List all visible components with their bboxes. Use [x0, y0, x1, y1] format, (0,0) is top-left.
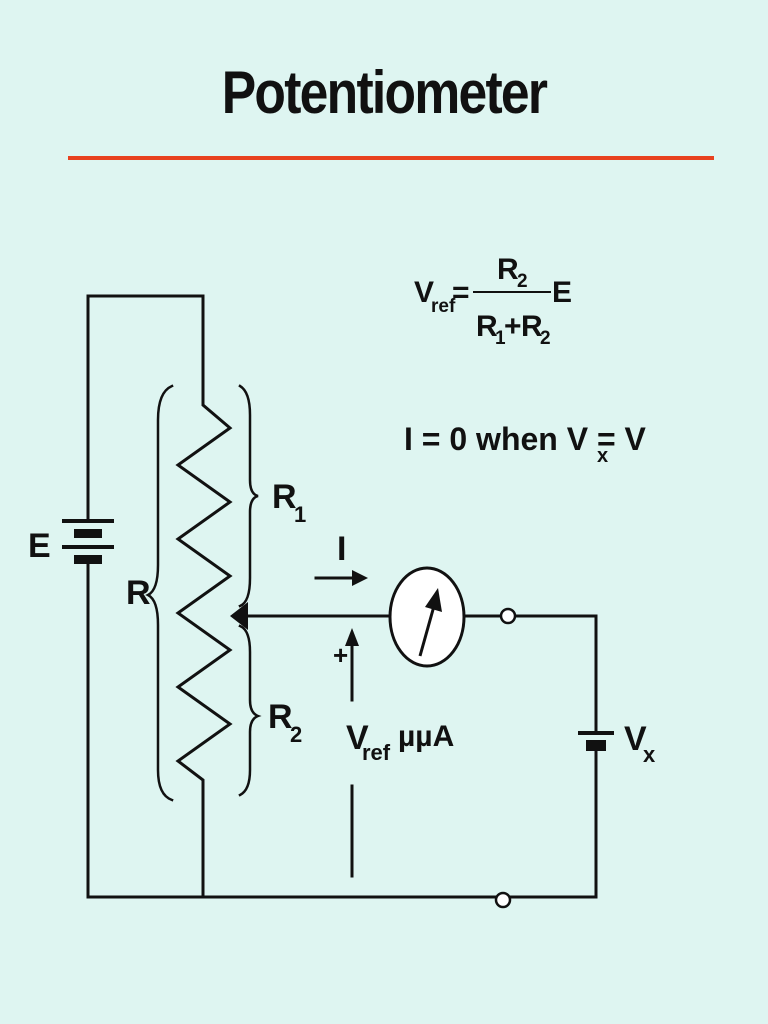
formula-equals: = [452, 276, 470, 309]
galvanometer [388, 566, 466, 668]
label-Vx-sub: x [643, 742, 656, 767]
vref-arrowhead [345, 628, 359, 646]
condition-text: I = 0 when V = V [404, 421, 647, 457]
battery-Vx [578, 731, 614, 751]
label-Vx: V [624, 720, 647, 758]
page-title: Potentiometer [221, 59, 548, 126]
brace-R1 [238, 384, 259, 608]
battery-E [62, 519, 114, 564]
formula-plus: + [504, 310, 522, 343]
title-divider [68, 156, 714, 160]
vref-formula: V ref = R 2 R 1 + R 2 E [414, 253, 572, 349]
label-R: R [126, 574, 151, 612]
label-meter: µµA [398, 720, 454, 753]
label-R2: R [268, 698, 293, 736]
condition-sub: x [597, 445, 608, 467]
label-vref: V [346, 719, 369, 757]
brace-R2 [238, 624, 262, 797]
label-vref-sub: ref [362, 740, 391, 765]
current-arrowhead [352, 570, 368, 586]
terminal-bottom [494, 891, 512, 909]
label-plus-sign: + [333, 640, 348, 670]
formula-factor: E [552, 276, 572, 309]
wire-left-bottom [86, 558, 205, 899]
label-R1-sub: 1 [294, 502, 306, 527]
wire-right [514, 614, 598, 732]
formula-lhs-sub: ref [431, 296, 456, 317]
resistor-zigzag [175, 384, 233, 794]
formula-den2-sub: 2 [540, 328, 551, 349]
wire-top [86, 294, 205, 522]
formula-numerator-sub: 2 [517, 271, 528, 292]
formula-lhs: V [414, 276, 434, 309]
label-E: E [28, 527, 51, 565]
formula-den2: R [521, 310, 543, 343]
balance-condition: I = 0 when V = V x [404, 421, 647, 467]
formula-den1: R [476, 310, 498, 343]
label-current-I: I [337, 530, 346, 568]
terminal-top [499, 607, 517, 625]
label-R1: R [272, 478, 297, 516]
brace-R [145, 384, 174, 802]
wire-right-bottom [509, 750, 598, 899]
wiper-arrowhead [230, 602, 248, 630]
label-R2-sub: 2 [290, 722, 302, 747]
formula-numerator: R [497, 253, 519, 286]
formula-den1-sub: 1 [495, 328, 506, 349]
